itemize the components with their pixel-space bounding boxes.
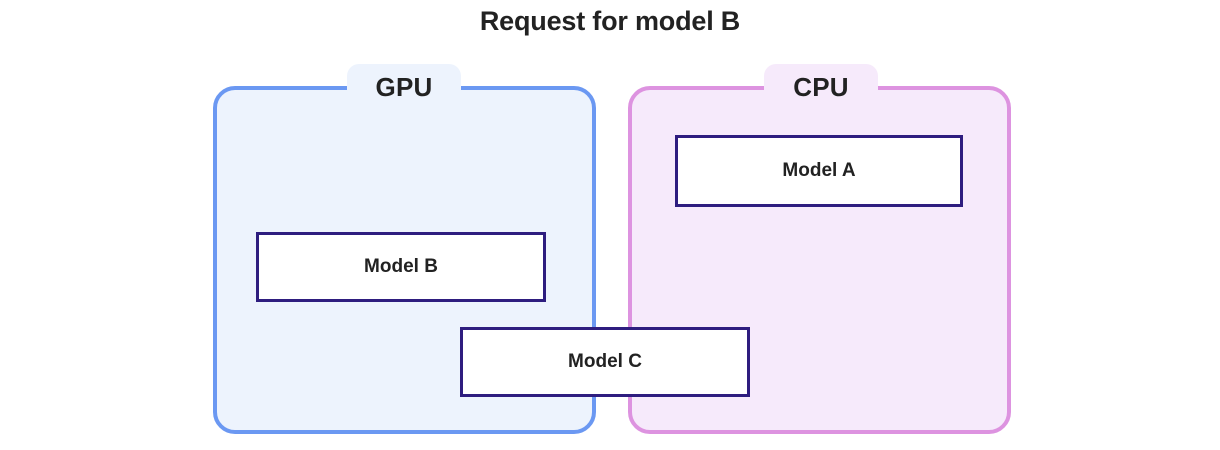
- zone-label-gpu: GPU: [347, 64, 461, 110]
- model-box-model-a: Model A: [675, 135, 963, 207]
- model-box-model-c: Model C: [460, 327, 750, 397]
- page-title: Request for model B: [479, 6, 741, 36]
- zone-label-cpu: CPU: [764, 64, 878, 110]
- model-box-model-b: Model B: [256, 232, 546, 302]
